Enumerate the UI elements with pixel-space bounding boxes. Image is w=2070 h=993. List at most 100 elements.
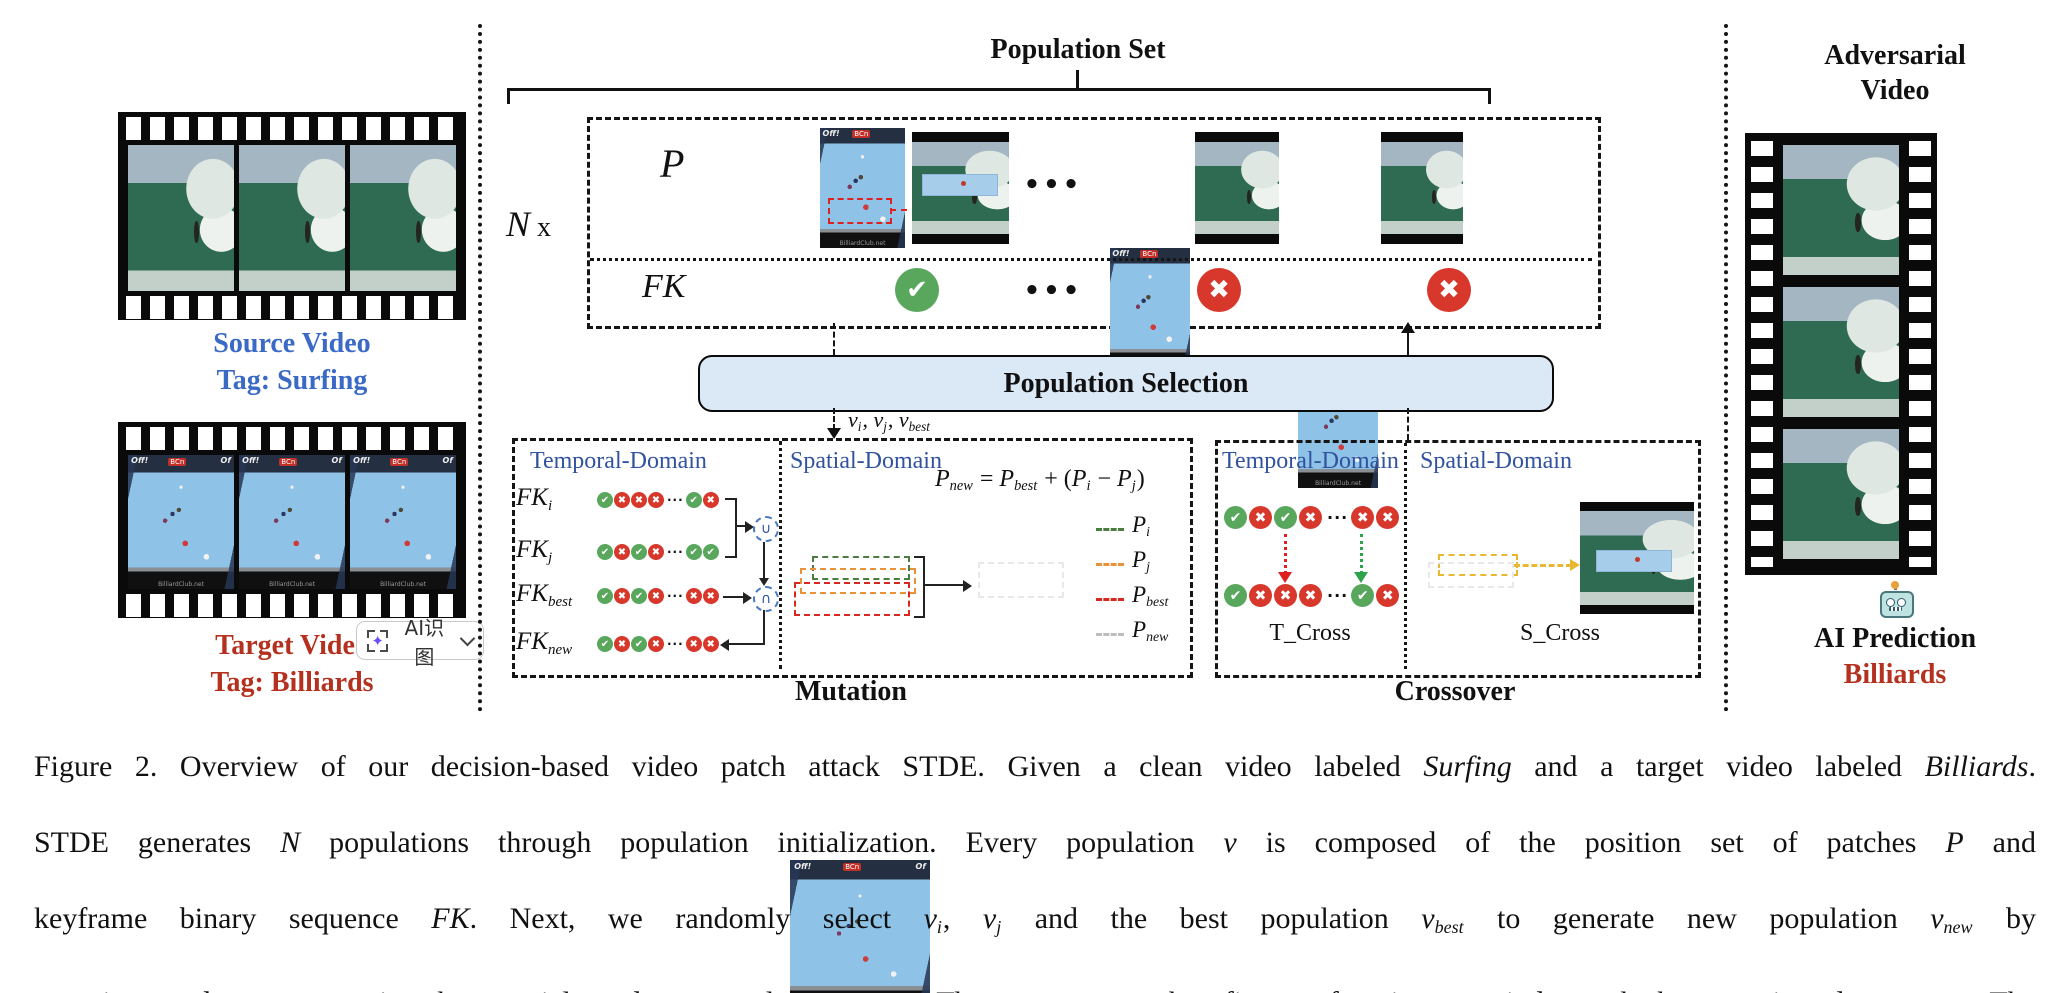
text-segment: by <box>1973 902 2036 935</box>
surf-frame <box>239 145 345 291</box>
text-segment: new <box>949 478 973 495</box>
population-set-bracket <box>507 88 1491 104</box>
cross-icon: ✖ <box>1376 584 1400 607</box>
thumb-text: BilliardClub.net <box>1315 479 1361 487</box>
thumb-text: BCn <box>279 457 298 466</box>
text-segment: j <box>883 418 887 434</box>
population-multiplier: N x <box>506 203 551 245</box>
connector-selection-to-mutation <box>833 408 835 430</box>
surf-thumb <box>1381 132 1463 244</box>
text-segment: = <box>973 466 1000 492</box>
union-arrow-line <box>737 525 747 527</box>
pfk-divider <box>590 258 1592 261</box>
fk-j-label: FKj <box>516 536 553 567</box>
thumb-text: Off! <box>353 456 371 466</box>
surf-frame <box>128 145 234 291</box>
ai-prediction-label: AI Prediction <box>1813 623 1977 654</box>
text-segment: keyframe binary sequence <box>34 902 432 935</box>
population-selection-bar: Population Selection <box>698 355 1554 412</box>
scross-white-rect <box>1428 562 1514 588</box>
film-sprockets <box>1909 141 1931 567</box>
fk-row-ellipsis: ••• <box>1023 276 1083 306</box>
fk-best-sequence: ✔✖✔✖···✖✖ <box>597 588 720 604</box>
red-down-arrowhead <box>1278 572 1292 583</box>
ellipsis: ··· <box>667 589 684 603</box>
thumb-text: Off! <box>794 861 812 871</box>
text-segment: i <box>1086 478 1091 495</box>
legend-dash-pj <box>1096 563 1124 566</box>
film-sprockets <box>126 296 458 319</box>
pbest-rect <box>794 582 910 616</box>
surf-frame <box>350 145 456 291</box>
text-segment: best <box>1434 917 1464 938</box>
text-segment: v <box>982 902 997 935</box>
text-segment: best <box>547 593 573 610</box>
billiard-frame: Off! BCn Of BilliardClub.net <box>350 455 456 589</box>
adversarial-video-filmstrip <box>1745 133 1937 575</box>
caption-line: STDE generates N populations through pop… <box>34 824 2036 900</box>
check-icon: ✔ <box>631 544 647 560</box>
check-icon: ✔ <box>597 544 613 560</box>
text-segment: j <box>547 549 553 566</box>
billiard-frame: Off! BCn Of BilliardClub.net <box>128 455 234 589</box>
fk-j-sequence: ✔✖✔✖···✔✔ <box>597 544 720 560</box>
text-segment: j <box>1131 478 1136 495</box>
left-divider <box>478 24 482 712</box>
text-segment: populations through population initializ… <box>300 826 1224 859</box>
thumb-text: Off! <box>822 129 840 139</box>
ellipsis: ··· <box>1327 508 1349 527</box>
text-segment: i <box>936 917 942 938</box>
thumb-text: Off! <box>242 456 260 466</box>
connector-selection-to-box <box>1407 331 1409 355</box>
down-arrowhead <box>759 578 769 586</box>
legend-label-pj: Pj <box>1132 547 1151 575</box>
thumb-text: BCn <box>1140 250 1159 259</box>
text-segment: N <box>506 204 531 244</box>
pj-rect <box>800 568 916 594</box>
text-segment: Surfing <box>1423 750 1512 783</box>
text-segment: ) <box>1136 466 1145 492</box>
check-icon: ✔ <box>1224 506 1247 529</box>
cross-icon: ✖ <box>1376 506 1400 529</box>
population-set-title: Population Set <box>990 34 1166 65</box>
pnew-rect <box>978 562 1064 598</box>
crossover-spatial-title: Spatial-Domain <box>1420 448 1572 474</box>
text-segment: P <box>935 466 950 492</box>
text-segment: P <box>999 466 1015 492</box>
billiard-frame: Off! BCn Of BilliardClub.net <box>239 455 345 589</box>
text-segment: and the best population <box>1002 902 1422 935</box>
chevron-down-icon <box>459 630 476 646</box>
film-sprockets <box>1751 141 1773 567</box>
legend-label-pnew: Pnew <box>1132 617 1169 645</box>
check-icon: ✔ <box>597 492 613 508</box>
ai-image-recognition-button[interactable]: ✦ AI识图 <box>356 616 484 669</box>
text-segment: v <box>1912 986 1925 993</box>
check-icon: ✔ <box>685 492 702 508</box>
left-arrowhead <box>720 639 729 651</box>
cross-icon: ✖ <box>648 544 664 560</box>
crossover-top-sequence: ✔✖✔✖···✖✖ <box>1224 506 1401 529</box>
text-segment: i <box>1146 524 1150 540</box>
thumb-text: BCn <box>390 457 409 466</box>
ai-button-label: AI识图 <box>404 615 445 669</box>
caption-line: keyframe binary sequence FK. Next, we ra… <box>34 900 2036 984</box>
cross-icon: ✖ <box>1299 584 1322 607</box>
text-segment: v <box>848 407 858 432</box>
scross-arrow-line <box>1514 564 1572 567</box>
population-set-box <box>587 117 1601 329</box>
target-video-tag: Tag: Billiards <box>210 667 374 698</box>
text-segment: P <box>1132 547 1147 572</box>
text-segment: P <box>1071 466 1087 492</box>
text-segment: Billiards <box>1924 750 2029 783</box>
thumb-text: BCn <box>852 130 871 139</box>
mutation-box <box>512 438 1193 678</box>
check-icon: ✔ <box>685 544 702 560</box>
fk-new-label: FKnew <box>516 628 573 659</box>
tcross-green-arrow <box>1360 534 1363 574</box>
up-arrowhead <box>1401 322 1415 333</box>
surf-thumb <box>1195 132 1279 244</box>
cross-icon: ✖ <box>614 636 630 652</box>
fk-i-label: FKi <box>516 484 553 515</box>
fk-new-sequence: ✔✖✔✖···✖✖ <box>597 636 720 652</box>
connector-box-to-selection <box>833 323 835 355</box>
